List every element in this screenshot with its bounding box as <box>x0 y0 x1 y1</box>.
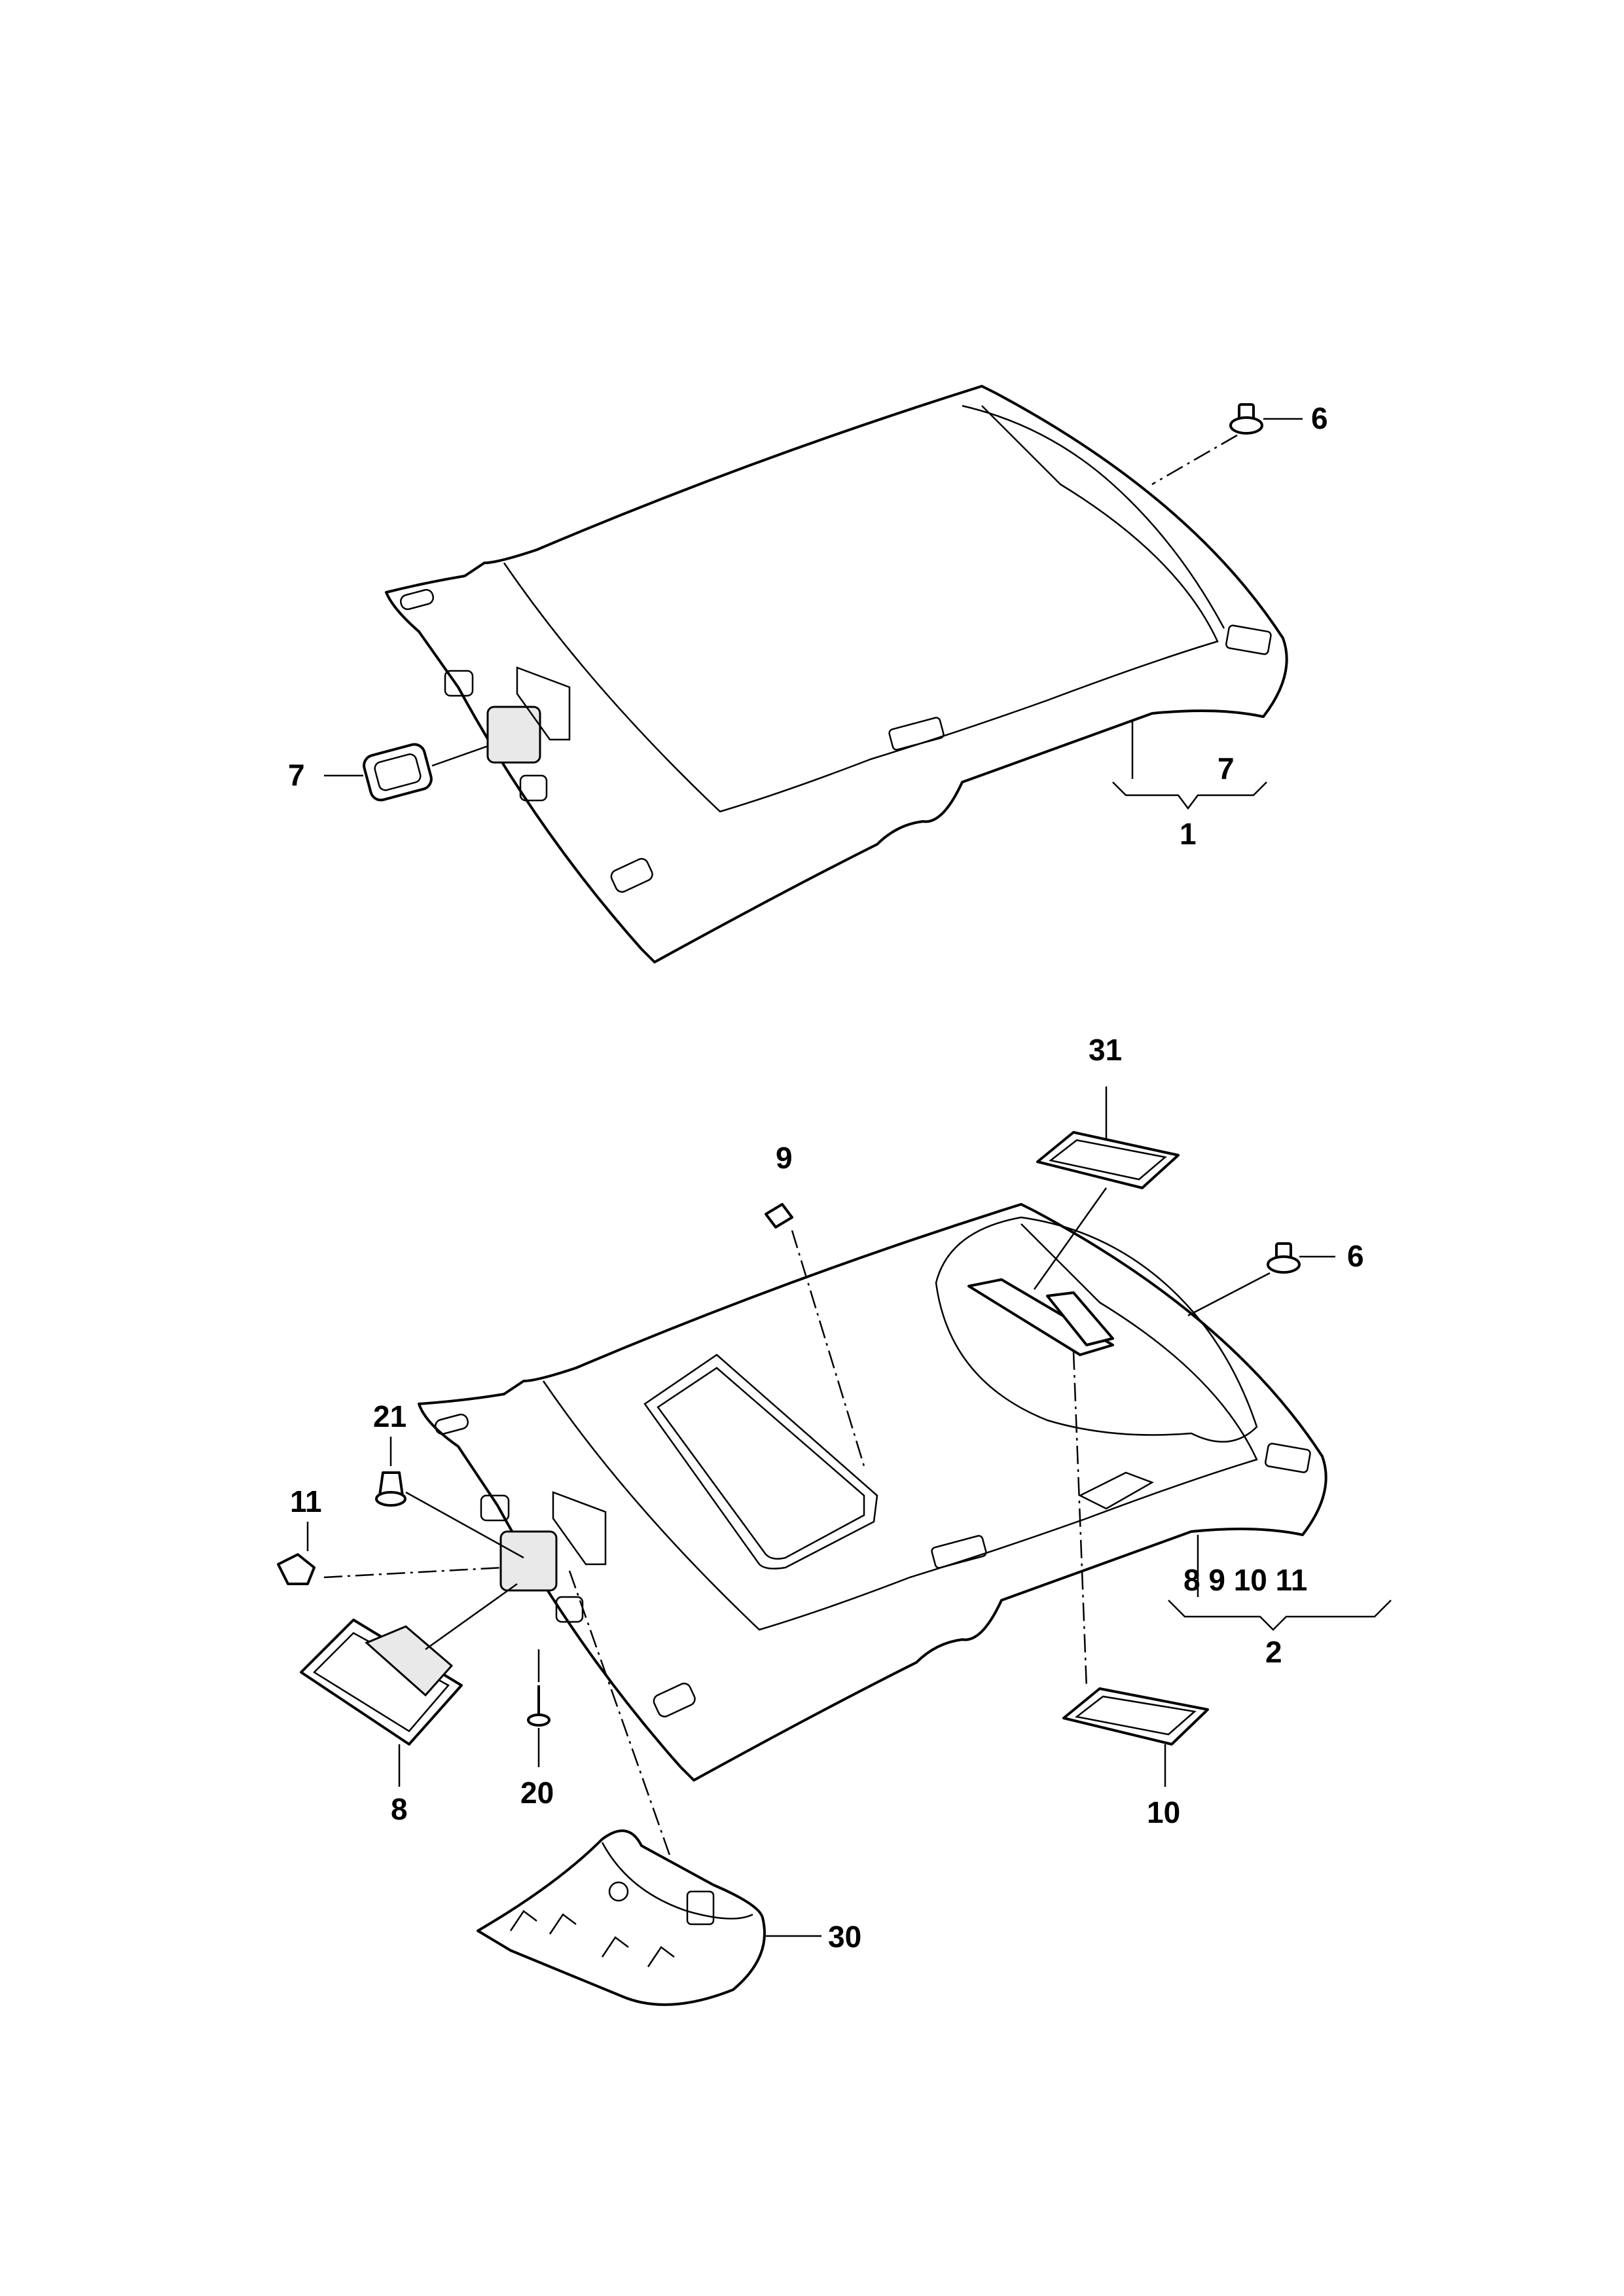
callout-21: 21 <box>373 1399 406 1433</box>
bracket-11 <box>277 1553 316 1585</box>
leader-6-top <box>1151 434 1238 486</box>
seal-7 <box>363 743 433 802</box>
rear-clip <box>1225 624 1272 655</box>
seal-31 <box>1036 1131 1180 1189</box>
seal-10 <box>1062 1687 1209 1746</box>
leader-30 <box>568 1570 672 1859</box>
grab-handle-recess <box>400 588 434 611</box>
callout-group-list: 8 9 10 11 <box>1183 1563 1307 1597</box>
visor-clip <box>888 717 945 751</box>
leader-10 <box>1072 1351 1088 1689</box>
callout-1: 1 <box>1180 817 1197 851</box>
callout-9: 9 <box>776 1141 793 1175</box>
callout-6-bottom: 6 <box>1347 1239 1364 1273</box>
rear-clip-2 <box>1265 1443 1311 1473</box>
callout-10: 10 <box>1147 1795 1180 1829</box>
callout-31: 31 <box>1089 1033 1122 1067</box>
sunroof-opening-inner <box>657 1367 865 1560</box>
clip-6-bottom <box>1267 1242 1301 1274</box>
leader-6-bottom <box>1187 1272 1271 1317</box>
visor-clip-2 <box>931 1535 987 1569</box>
headliner-assembly-2: 31 9 6 21 11 8 20 30 10 8 9 10 11 2 <box>277 1033 1392 2006</box>
leader-21-to-lamp <box>405 1491 524 1559</box>
clip-9 <box>765 1203 793 1229</box>
sunroof-opening <box>643 1354 878 1570</box>
leader-9 <box>791 1230 865 1467</box>
grab-handle-recess-rear <box>610 857 653 893</box>
bracket-1 <box>1112 781 1267 810</box>
callout-20: 20 <box>520 1776 554 1810</box>
clip-21 <box>375 1471 406 1507</box>
leader-7-lamp <box>431 745 488 767</box>
grab-handle-recess-rear-2 <box>653 1682 696 1717</box>
shelf-insert <box>967 1278 1114 1356</box>
leader-8-to-lamp <box>425 1583 518 1651</box>
callout-11: 11 <box>290 1484 322 1518</box>
callout-6-top: 6 <box>1311 401 1328 435</box>
screw-20 <box>527 1685 550 1727</box>
console-cover-30 <box>477 1829 766 2006</box>
headliner-inner-edge <box>503 405 1219 813</box>
clip-recess-lower <box>519 774 548 802</box>
callout-7-right: 7 <box>1218 751 1235 785</box>
interior-lamp-8 <box>300 1619 463 1746</box>
callout-30: 30 <box>828 1920 861 1954</box>
grab-handle-recess-2 <box>435 1413 469 1435</box>
lamp-opening-2 <box>499 1530 558 1592</box>
clip-6-top <box>1229 403 1263 435</box>
callout-8: 8 <box>391 1792 408 1826</box>
headliner-assembly-1: 6 7 7 1 <box>288 385 1328 963</box>
shelf-insert-2 <box>1046 1291 1114 1346</box>
leader-11-to-lamp <box>323 1566 505 1579</box>
callout-7-left: 7 <box>288 758 305 792</box>
headliner-panel <box>385 385 1288 963</box>
rear-shelf-area <box>935 1216 1258 1443</box>
headliner-rear-edge <box>962 404 1225 629</box>
clip-recess-2 <box>480 1494 510 1522</box>
console-mount <box>516 666 571 741</box>
leader-31-down <box>1033 1187 1108 1290</box>
rear-lamp-recess <box>1078 1471 1154 1510</box>
callout-2: 2 <box>1265 1635 1282 1669</box>
lamp-opening <box>486 706 541 764</box>
console-mount-2 <box>552 1491 607 1566</box>
bracket-2 <box>1168 1600 1392 1631</box>
clip-recess <box>444 670 474 697</box>
